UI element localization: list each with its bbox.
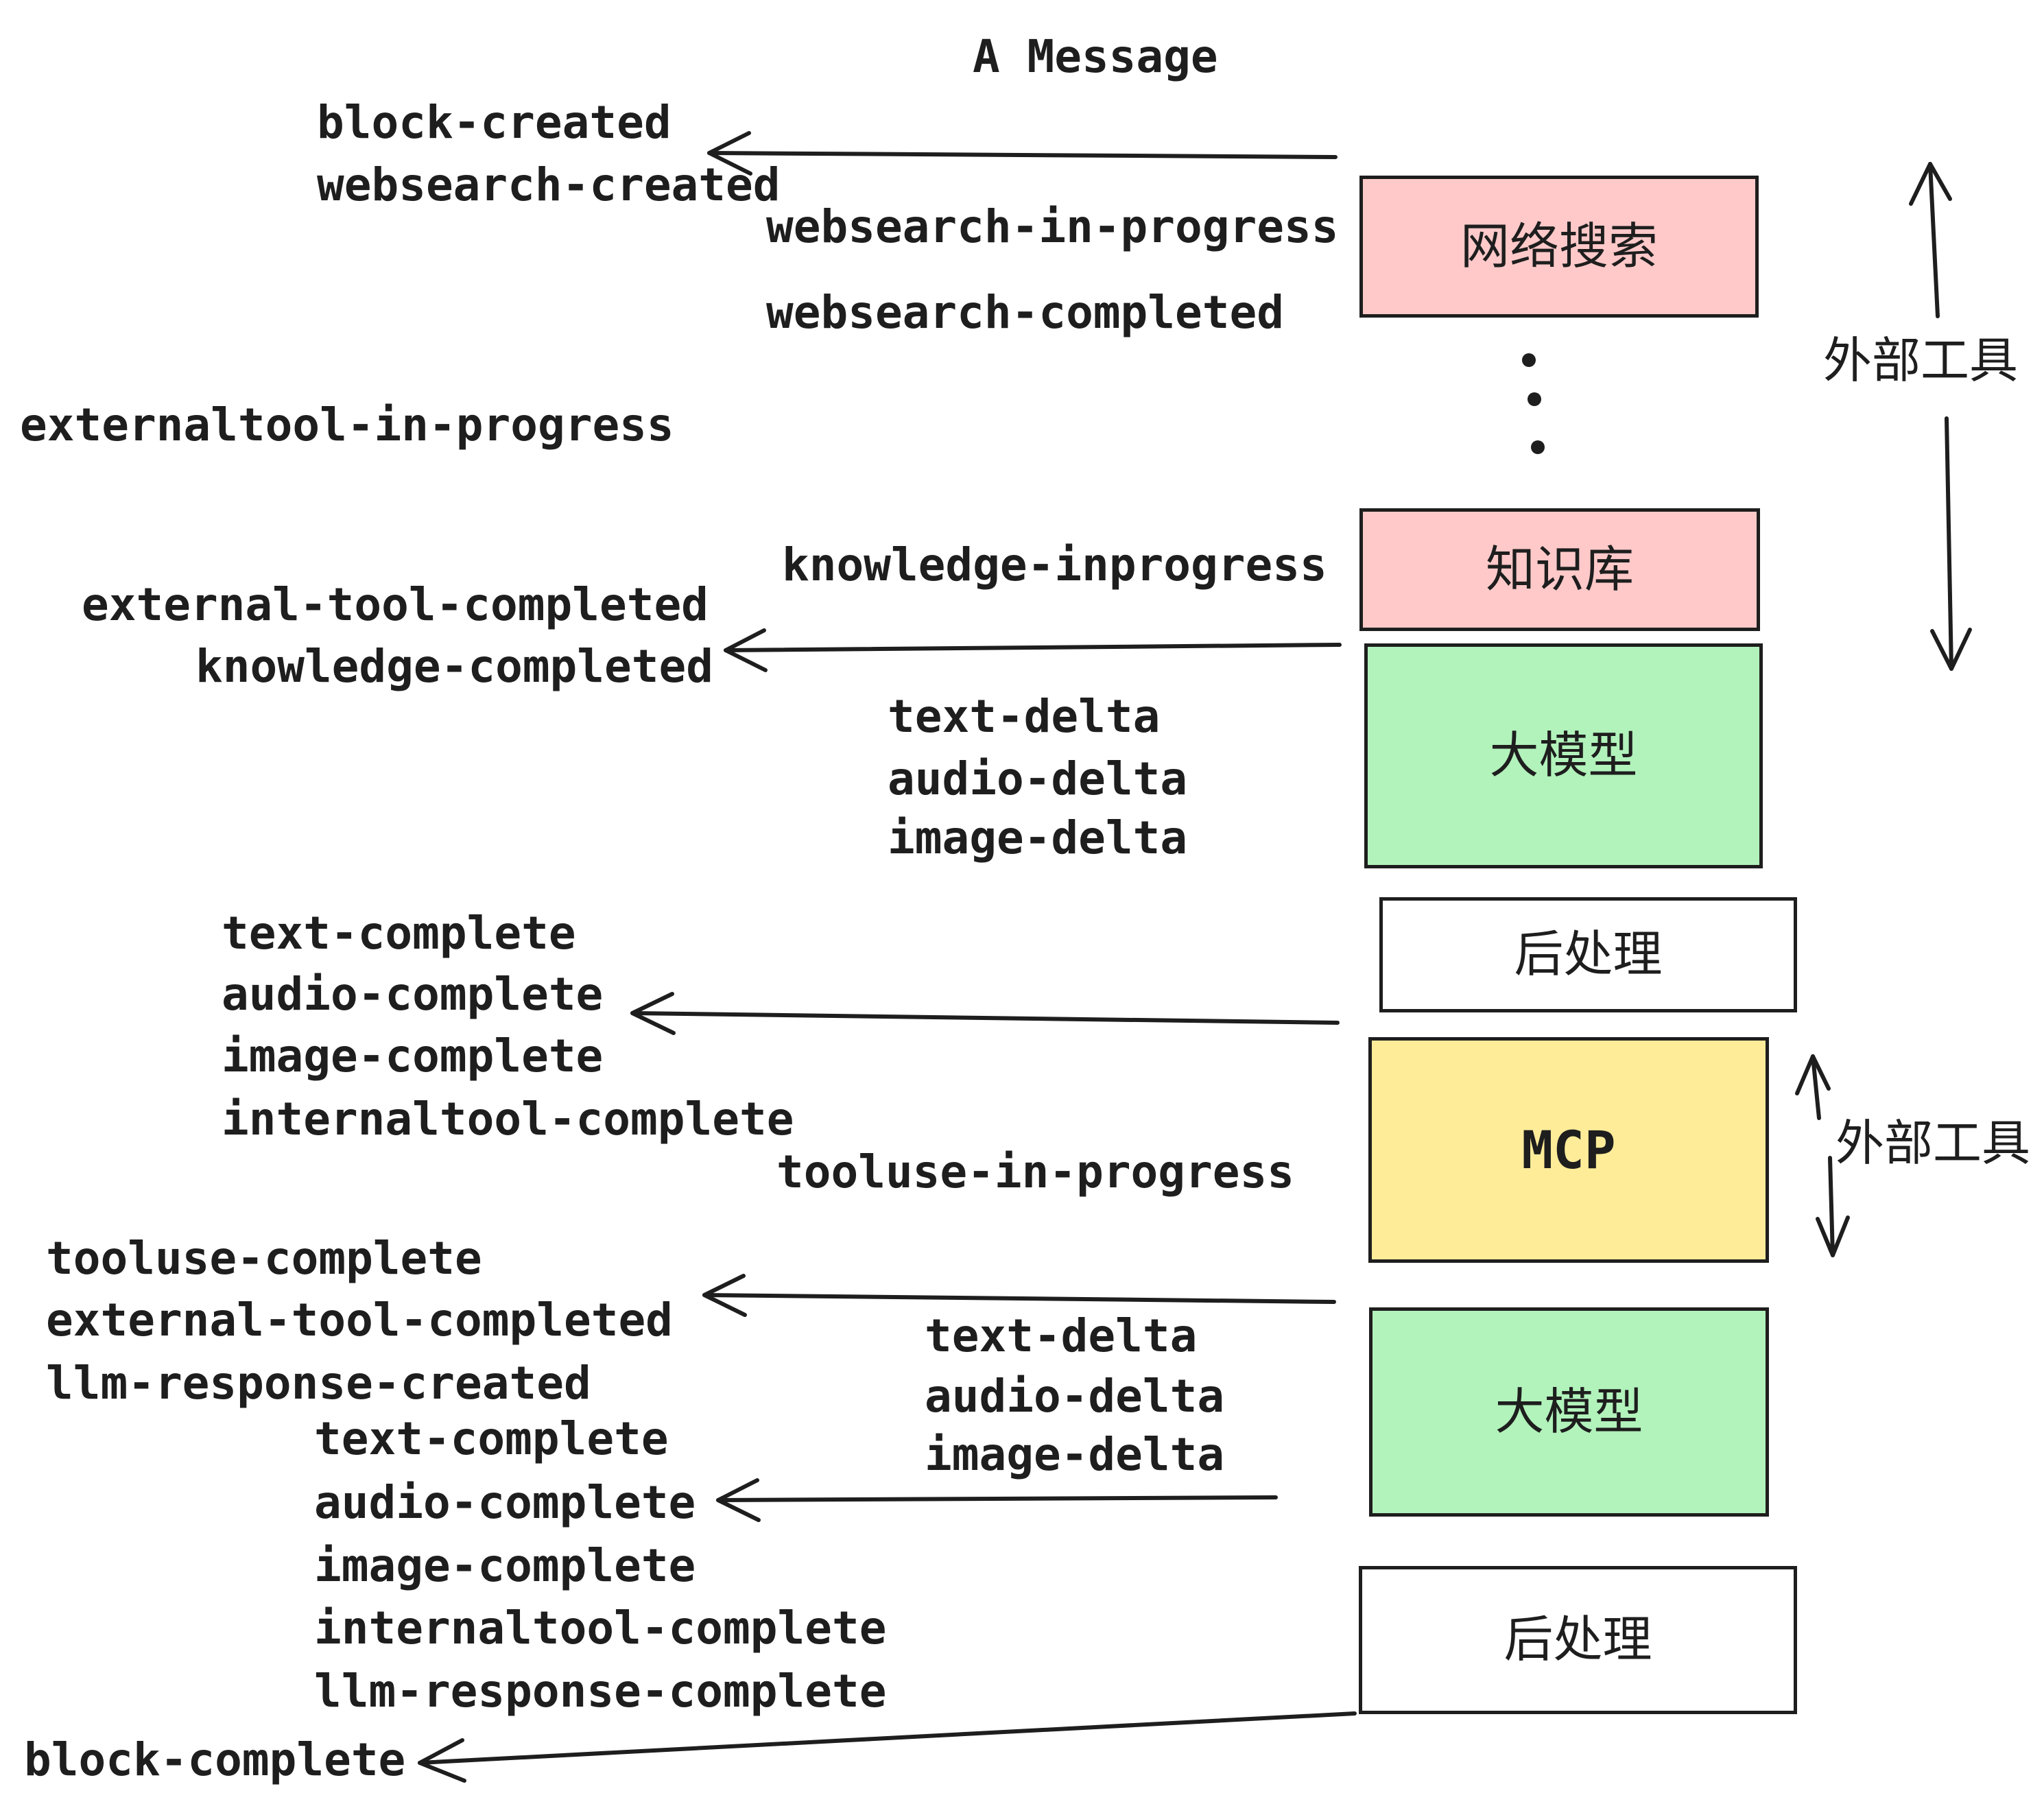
event-tooluse-complete: tooluse-complete (46, 1232, 482, 1285)
event-websearch-created: websearch-created (317, 158, 781, 211)
event-block-complete: block-complete (24, 1733, 406, 1786)
event-llm-response-complete: llm-response-complete (314, 1665, 887, 1718)
arrow-audio-complete (716, 1478, 1278, 1522)
event-audio-delta-1: audio-delta (888, 752, 1188, 805)
llm-box-2-label: 大模型 (1495, 1384, 1643, 1440)
postprocess-box-2-label: 后处理 (1504, 1613, 1652, 1667)
event-llm-response-created: llm-response-created (46, 1357, 591, 1410)
event-websearch-in-progress: websearch-in-progress (766, 200, 1339, 253)
arrow-block-created (707, 131, 1338, 176)
event-image-delta-2: image-delta (925, 1428, 1225, 1481)
llm-box-1: 大模型 (1364, 643, 1763, 868)
double-arrow-external-tool-mid (1795, 1054, 1850, 1257)
event-audio-delta-2: audio-delta (925, 1370, 1225, 1423)
external-tool-side-label-top: 外部工具 (1823, 334, 2019, 388)
event-tooluse-in-progress: tooluse-in-progress (776, 1146, 1294, 1198)
arrow-tooluse-complete (702, 1274, 1336, 1317)
event-text-complete-2: text-complete (314, 1412, 669, 1465)
postprocess-box-1-label: 后处理 (1514, 927, 1663, 982)
ellipsis-dots (1522, 353, 1545, 454)
event-websearch-completed: websearch-completed (766, 286, 1284, 339)
event-external-tool-completed-1: external-tool-completed (82, 578, 709, 631)
arrow-knowledge-completed (724, 628, 1342, 672)
event-text-delta-2: text-delta (925, 1309, 1198, 1362)
websearch-box-label: 网络搜索 (1460, 219, 1658, 274)
event-image-complete-2: image-complete (314, 1539, 696, 1592)
websearch-box: 网络搜索 (1359, 176, 1759, 318)
arrow-block-complete (418, 1711, 1357, 1783)
event-external-tool-completed-2: external-tool-completed (46, 1294, 673, 1346)
event-knowledge-inprogress: knowledge-inprogress (782, 538, 1327, 591)
knowledge-box: 知识库 (1359, 508, 1760, 631)
diagram-title: A Message (973, 30, 1218, 83)
event-knowledge-completed: knowledge-completed (195, 640, 713, 693)
external-tool-side-label-mid: 外部工具 (1835, 1117, 2031, 1171)
event-audio-complete-2: audio-complete (314, 1476, 696, 1529)
double-arrow-external-tool-top (1909, 162, 1972, 671)
event-internaltool-complete-2: internaltool-complete (314, 1602, 887, 1654)
event-internaltool-complete-1: internaltool-complete (222, 1093, 794, 1146)
arrow-image-complete (630, 992, 1340, 1035)
event-text-delta-1: text-delta (888, 690, 1161, 743)
mcp-box-label: MCP (1521, 1119, 1616, 1180)
event-externaltool-in-progress: externaltool-in-progress (20, 399, 674, 451)
event-text-complete-1: text-complete (222, 907, 576, 960)
llm-box-1-label: 大模型 (1489, 728, 1638, 783)
event-image-delta-1: image-delta (888, 811, 1188, 864)
knowledge-box-label: 知识库 (1485, 542, 1634, 597)
llm-box-2: 大模型 (1369, 1307, 1769, 1517)
event-block-created: block-created (317, 96, 672, 149)
postprocess-box-1: 后处理 (1379, 897, 1797, 1012)
mcp-box: MCP (1368, 1037, 1769, 1263)
event-image-complete-1: image-complete (222, 1030, 604, 1082)
postprocess-box-2: 后处理 (1359, 1566, 1797, 1714)
event-audio-complete-1: audio-complete (222, 968, 604, 1021)
